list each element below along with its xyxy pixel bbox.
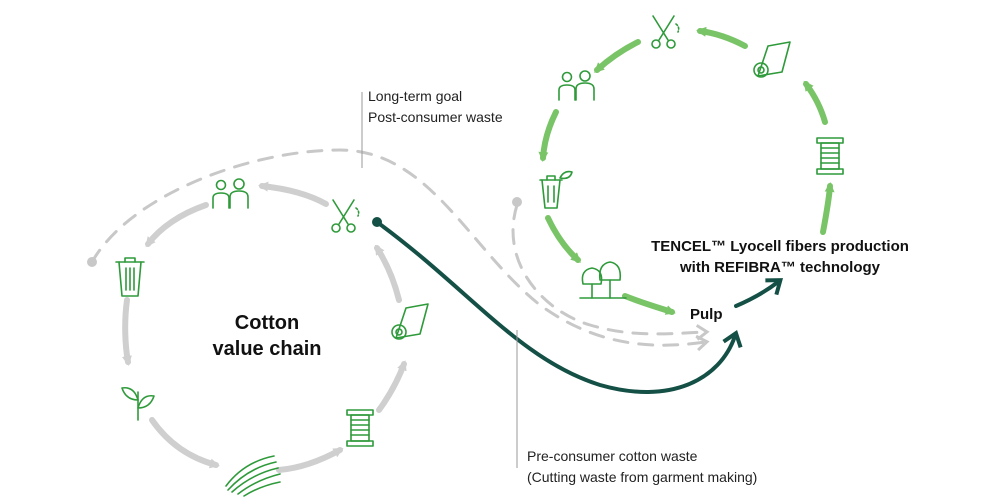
arrow-spool-to-fabric-r (803, 80, 828, 125)
long-term-line1: Long-term goal (368, 88, 463, 104)
arrow-trash-to-trees-r (545, 215, 581, 263)
arrow-scissors-to-people (258, 181, 329, 207)
arrow-trash-to-plant (122, 297, 132, 366)
dashed-path-outer (90, 148, 710, 352)
arrow-people-to-trash (145, 202, 209, 248)
long-term-label: Long-term goal Post-consumer waste (368, 86, 503, 128)
tencel-label-line2: with REFIBRA™ technology (680, 259, 880, 276)
arrow-fibers-to-spool (276, 447, 344, 473)
cotton-title-line1: Cotton (234, 312, 300, 334)
scissors-icon-right (651, 15, 680, 49)
arrow-people-to-trash-r (538, 109, 559, 162)
tencel-label: TENCEL™ Lyocell fibers production with R… (645, 236, 915, 278)
dark-green-arrows (375, 220, 784, 394)
dashed-start-dot-left (87, 257, 97, 267)
dashed-path-inner (511, 203, 710, 341)
arrow-fabric-to-scissors-r (696, 26, 748, 49)
fabric-roll-icon (391, 303, 429, 340)
trees-icon (579, 261, 627, 299)
fibers-icon (225, 455, 281, 497)
cotton-title-line2: value chain (212, 338, 322, 360)
arrow-scissors-to-people-r (594, 39, 641, 73)
cotton-loop-arrows (122, 181, 407, 473)
pulp-label: Pulp (690, 306, 723, 323)
preconsumer-start-dot (372, 217, 382, 227)
people-icon (212, 178, 249, 209)
arrow-preconsumer-waste (375, 220, 743, 394)
thread-spool-icon (346, 409, 374, 447)
trash-leaf-icon (539, 170, 573, 209)
pre-consumer-label: Pre-consumer cotton waste (Cutting waste… (527, 446, 757, 488)
pre-consumer-line2: (Cutting waste from garment making) (527, 469, 758, 485)
plant-icon (121, 386, 155, 421)
pre-consumer-line1: Pre-consumer cotton waste (527, 448, 698, 464)
tencel-label-line1: TENCEL™ Lyocell fibers production (651, 238, 909, 255)
scissors-icon (331, 199, 360, 233)
arrow-spool-to-fabric (376, 360, 407, 413)
arrow-plant-to-fibers (149, 417, 220, 469)
tencel-loop-arrows (538, 26, 835, 315)
long-term-line2: Post-consumer waste (368, 109, 503, 125)
cotton-title: Cotton value chain (197, 310, 337, 362)
thread-spool-icon-right (816, 137, 844, 175)
dashed-return-paths (90, 148, 710, 352)
trash-bin-icon (115, 257, 145, 297)
arrow-pulp-to-tencel (734, 278, 784, 308)
people-icon-right (558, 70, 595, 101)
arrow-fabric-to-scissors (374, 244, 402, 303)
arrow-trees-to-pulp-r (622, 293, 676, 315)
dashed-start-dot-right (512, 197, 522, 207)
fabric-roll-icon-right (753, 41, 791, 78)
arrow-tencel-to-spool-r (820, 182, 835, 235)
